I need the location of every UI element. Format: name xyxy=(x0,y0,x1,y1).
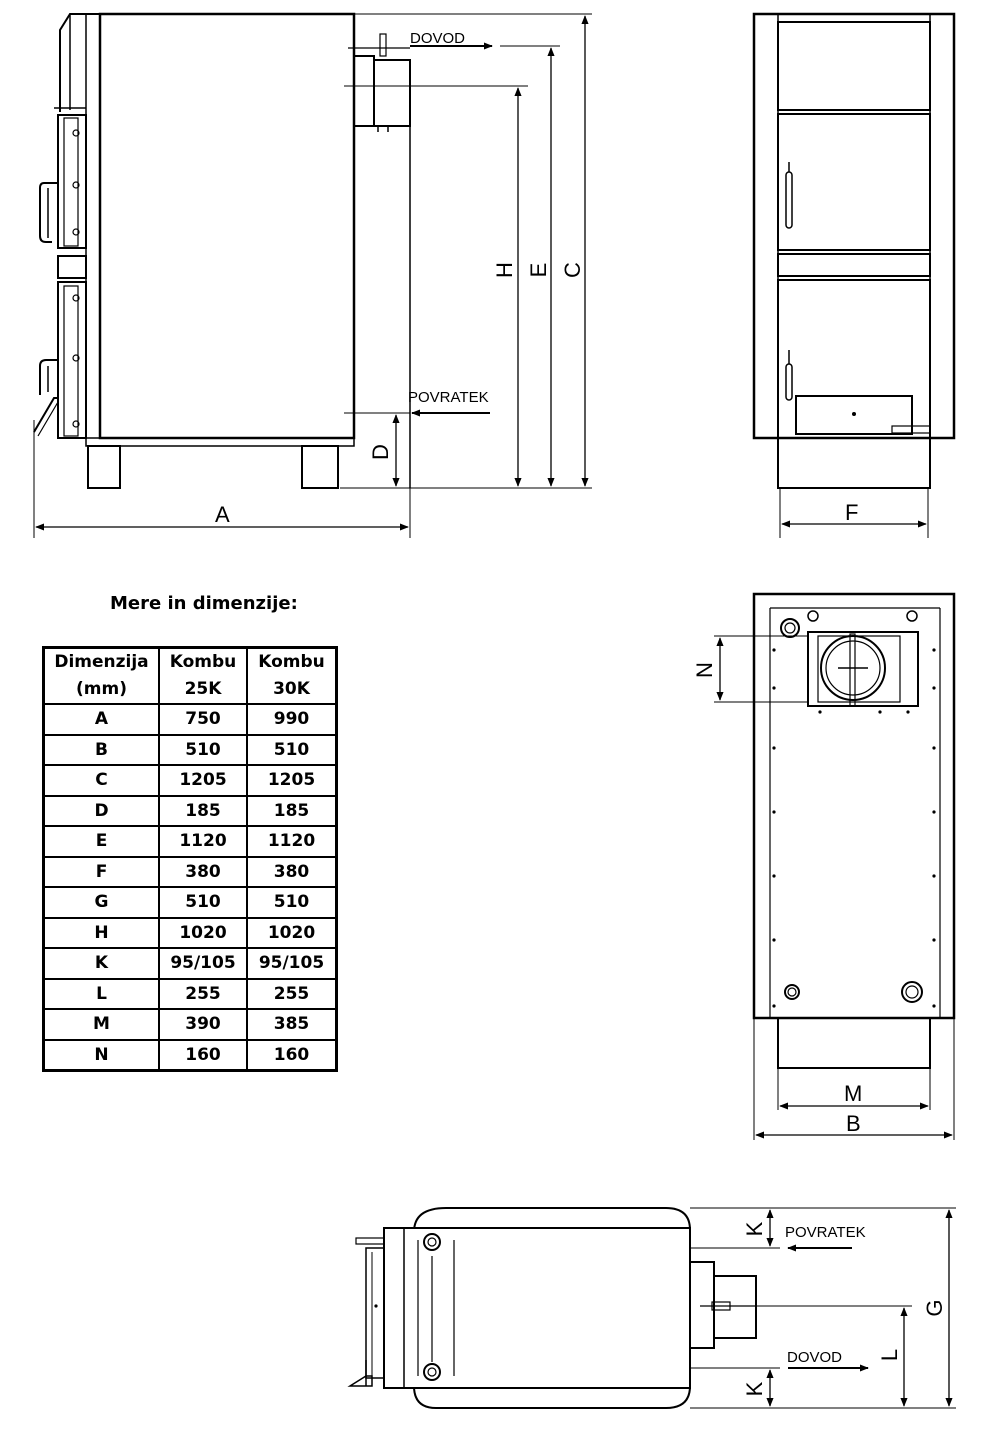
cell-dimension: A xyxy=(42,703,160,736)
dim-label-l: L xyxy=(877,1349,902,1361)
dim-label-a: A xyxy=(215,502,230,527)
cell-dimension: F xyxy=(42,855,160,888)
cell-kombu-25k: 1205 xyxy=(158,764,248,797)
dim-label-h: H xyxy=(492,262,517,278)
dim-label-b: B xyxy=(846,1111,861,1136)
header-dimension: Dimenzija(mm) xyxy=(42,646,160,705)
cell-kombu-25k: 750 xyxy=(158,703,248,736)
top-flow-arrows xyxy=(787,1244,869,1372)
cell-kombu-30k: 990 xyxy=(246,703,338,736)
cell-dimension: M xyxy=(42,1008,160,1041)
cell-kombu-30k: 185 xyxy=(246,794,338,827)
cell-kombu-25k: 95/105 xyxy=(158,947,248,980)
cell-kombu-30k: 385 xyxy=(246,1008,338,1041)
dim-label-g: G xyxy=(922,1299,947,1316)
cell-kombu-25k: 160 xyxy=(158,1038,248,1072)
cell-kombu-30k: 95/105 xyxy=(246,947,338,980)
rear-view xyxy=(714,592,956,1140)
top-dimension-lines xyxy=(766,1209,953,1407)
front-view xyxy=(752,12,956,538)
rear-rivets xyxy=(772,648,936,1008)
dim-label-k-top: K xyxy=(742,1221,767,1236)
dim-label-k-bottom: K xyxy=(742,1381,767,1396)
cell-kombu-25k: 255 xyxy=(158,977,248,1010)
cell-kombu-30k: 160 xyxy=(246,1038,338,1072)
cell-dimension: K xyxy=(42,947,160,980)
cell-kombu-30k: 255 xyxy=(246,977,338,1010)
side-view xyxy=(33,12,592,538)
cell-kombu-30k: 510 xyxy=(246,733,338,766)
dim-label-e: E xyxy=(526,263,551,278)
dim-label-f: F xyxy=(845,500,858,525)
cell-kombu-25k: 510 xyxy=(158,733,248,766)
cell-kombu-25k: 390 xyxy=(158,1008,248,1041)
dim-label-m: M xyxy=(844,1081,862,1106)
rear-dimension-lines xyxy=(716,637,953,1139)
cell-dimension: E xyxy=(42,825,160,858)
cell-kombu-30k: 380 xyxy=(246,855,338,888)
cell-dimension: B xyxy=(42,733,160,766)
side-dimension-lines xyxy=(35,15,589,531)
side-flow-arrows xyxy=(410,42,493,417)
cell-kombu-25k: 185 xyxy=(158,794,248,827)
cell-dimension: C xyxy=(42,764,160,797)
povratek-label-top: POVRATEK xyxy=(785,1224,866,1241)
cell-kombu-25k: 1120 xyxy=(158,825,248,858)
cell-kombu-25k: 380 xyxy=(158,855,248,888)
cell-dimension: D xyxy=(42,794,160,827)
dim-label-c: C xyxy=(560,262,585,278)
cell-kombu-30k: 1120 xyxy=(246,825,338,858)
cell-kombu-25k: 510 xyxy=(158,886,248,919)
cell-dimension: G xyxy=(42,886,160,919)
cell-kombu-30k: 510 xyxy=(246,886,338,919)
cell-kombu-25k: 1020 xyxy=(158,916,248,949)
dim-label-n: N xyxy=(692,662,717,678)
dovod-label-top: DOVOD xyxy=(787,1349,842,1366)
cell-dimension: H xyxy=(42,916,160,949)
povratek-label-side: POVRATEK xyxy=(408,389,489,406)
cell-dimension: L xyxy=(42,977,160,1010)
cell-kombu-30k: 1205 xyxy=(246,764,338,797)
cell-dimension: N xyxy=(42,1038,160,1072)
table-title: Mere in dimenzije: xyxy=(110,593,298,614)
dovod-label-side: DOVOD xyxy=(410,30,465,47)
dim-label-d: D xyxy=(368,444,393,460)
cell-kombu-30k: 1020 xyxy=(246,916,338,949)
top-view xyxy=(347,1207,956,1409)
